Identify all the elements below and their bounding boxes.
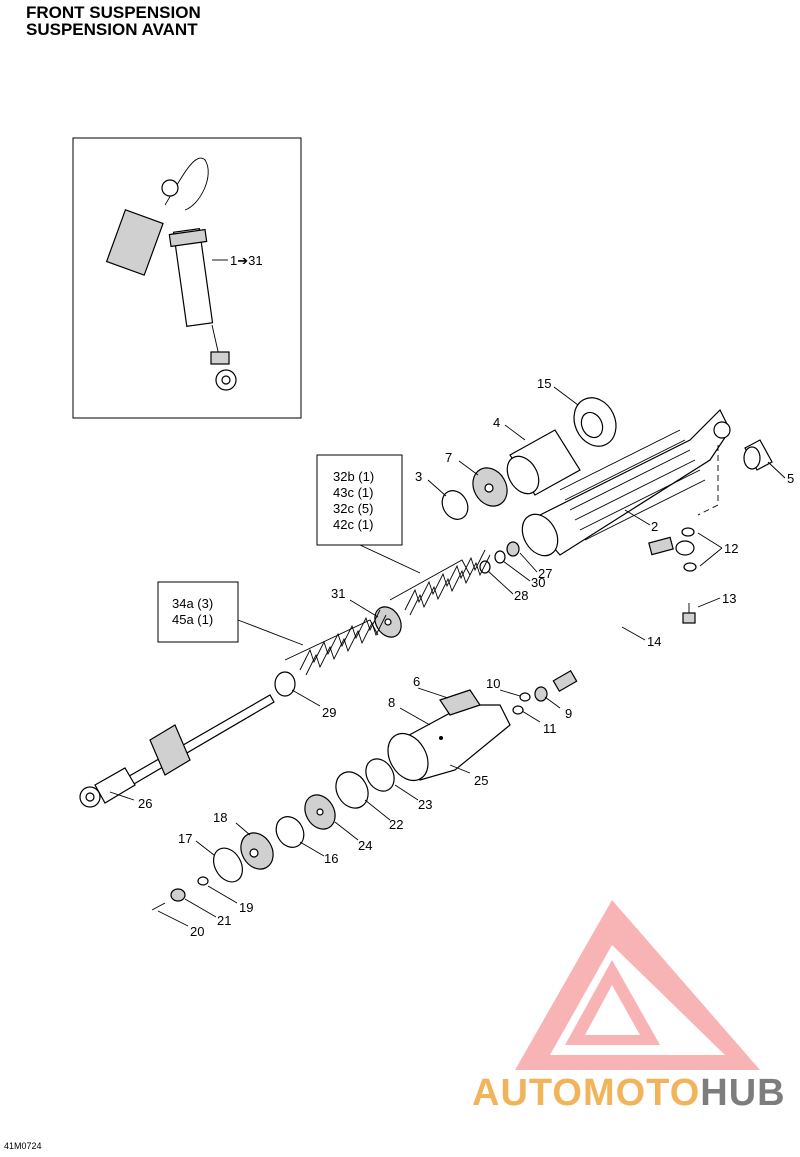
- callout-14: 14: [647, 634, 661, 649]
- page-subtitle: SUSPENSION AVANT: [26, 20, 198, 39]
- callout-16: 16: [324, 851, 338, 866]
- part-7-cap: [472, 467, 508, 507]
- part-27-nut: [506, 541, 520, 557]
- box-spring-specs-b: [157, 581, 239, 643]
- part-17-disc: [212, 847, 244, 883]
- part-16-oring: [275, 816, 305, 848]
- leader-lines: [109, 386, 786, 927]
- callout-29: 29: [322, 705, 336, 720]
- callout-6: 6: [413, 674, 420, 689]
- part-21-valve: [170, 888, 186, 902]
- callout-30: 30: [531, 575, 545, 590]
- callout-7: 7: [445, 450, 452, 465]
- part-4-sleeve: [506, 429, 581, 496]
- callout-5: 5: [787, 471, 794, 486]
- part-22-oring: [335, 771, 369, 809]
- spring-upper: [404, 549, 491, 616]
- box-a-line-2: 43c (1): [333, 485, 373, 500]
- box-b-line-1: 34a (3): [172, 596, 213, 611]
- callout-19: 19: [239, 900, 253, 915]
- part-10-oring: [519, 692, 531, 702]
- callout-3: 3: [415, 469, 422, 484]
- callout-8: 8: [388, 695, 395, 710]
- part-26-shaft: [79, 694, 275, 808]
- callout-21: 21: [217, 913, 231, 928]
- callout-28: 28: [514, 588, 528, 603]
- callout-18: 18: [213, 810, 227, 825]
- box-a-line-1: 32b (1): [333, 469, 374, 484]
- callout-24: 24: [358, 838, 372, 853]
- part-19-oring: [197, 876, 209, 886]
- callout-17: 17: [178, 831, 192, 846]
- part-12-oring-b: [683, 562, 697, 572]
- part-9-fitting: [534, 686, 548, 702]
- part-29-washer: [274, 671, 296, 697]
- part-12-oring-a: [681, 527, 695, 537]
- box-spring-specs-a: [316, 454, 403, 546]
- page-title: FRONT SUSPENSION: [26, 3, 201, 22]
- figure-code: 41M0724: [4, 1141, 42, 1151]
- part-18-cap: [240, 832, 274, 870]
- part-3-disc: [441, 490, 469, 520]
- part-14-hose: [552, 536, 695, 693]
- part-24-piston: [304, 794, 336, 830]
- callout-25: 25: [474, 773, 488, 788]
- callout-labels: 15 4 3 7 2 5 12 13 14 27 30 28 31 29 6 8…: [138, 376, 794, 939]
- callout-27: 27: [538, 566, 552, 581]
- callout-20: 20: [190, 924, 204, 939]
- callout-22: 22: [389, 817, 403, 832]
- part-23-oring: [365, 758, 395, 792]
- callout-11: 11: [543, 721, 557, 736]
- part-25-reservoir: [387, 689, 511, 782]
- callout-4: 4: [493, 415, 500, 430]
- box-a-line-4: 42c (1): [333, 517, 373, 532]
- part-30-washer: [494, 550, 506, 564]
- callout-26: 26: [138, 796, 152, 811]
- callout-13: 13: [722, 591, 736, 606]
- part-15-washer: [573, 397, 617, 447]
- part-11-oring: [512, 705, 524, 715]
- callout-15: 15: [537, 376, 551, 391]
- inset-label: 1➔31: [230, 253, 263, 268]
- inset-shock-drawing: [105, 157, 237, 391]
- callout-12: 12: [724, 541, 738, 556]
- callout-31: 31: [331, 586, 345, 601]
- part-13-bolt: [682, 603, 696, 624]
- watermark-part-1: AUTOMOTO: [472, 1072, 701, 1114]
- part-5-bushing: [743, 439, 773, 471]
- part-31-piston: [374, 606, 402, 638]
- watermark-text: AUTOMOTOHUB: [472, 1072, 786, 1115]
- box-b-line-2: 45a (1): [172, 612, 213, 627]
- callout-10: 10: [486, 676, 500, 691]
- callout-2: 2: [651, 519, 658, 534]
- box-a-line-3: 32c (5): [333, 501, 373, 516]
- callout-9: 9: [565, 706, 572, 721]
- watermark-logo-icon: [515, 900, 760, 1070]
- part-20-screw: [151, 902, 166, 911]
- part-2-shock-body: [521, 408, 731, 557]
- spring-lower: [299, 609, 387, 676]
- callout-23: 23: [418, 797, 432, 812]
- watermark-part-2: HUB: [700, 1072, 786, 1114]
